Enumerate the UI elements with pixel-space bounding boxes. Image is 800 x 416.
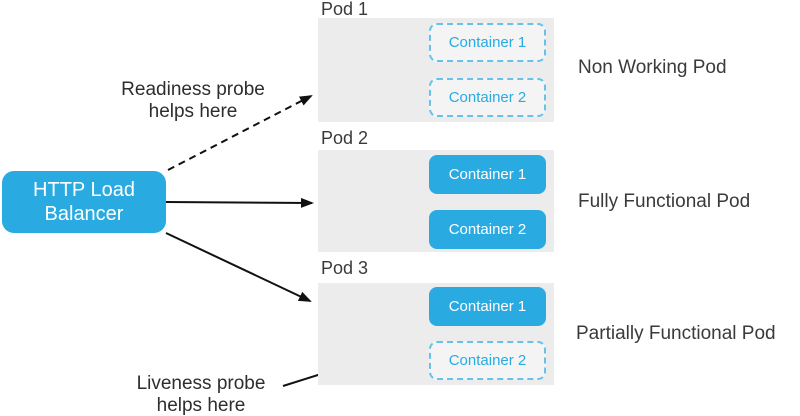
load-balancer-label-line1: HTTP Load xyxy=(33,179,135,201)
pod2-caption: Fully Functional Pod xyxy=(578,191,751,212)
pod3-container1: Container 1 xyxy=(429,287,546,326)
pod1-container1: Container 1 xyxy=(429,23,546,62)
pod1-container2: Container 2 xyxy=(429,78,546,117)
readiness-probe-note-line2: helps here xyxy=(148,101,238,122)
liveness-probe-note: Liveness probe helps here xyxy=(106,373,296,416)
arrow-lb-to-pod2 xyxy=(165,197,314,208)
liveness-probe-note-line1: Liveness probe xyxy=(136,373,266,394)
pod1-caption: Non Working Pod xyxy=(578,57,727,78)
arrow-lb-to-pod3 xyxy=(165,232,312,302)
readiness-probe-note: Readiness probe helps here xyxy=(98,79,288,123)
pod1-box: Container 1 Container 2 xyxy=(318,18,554,122)
pod3-caption: Partially Functional Pod xyxy=(576,323,776,344)
load-balancer-label-line2: Balancer xyxy=(44,203,124,225)
pod3-title: Pod 3 xyxy=(321,258,369,278)
pod1-title: Pod 1 xyxy=(321,0,369,19)
pod3-box: Container 1 Container 2 xyxy=(318,283,554,385)
pod2-box: Container 1 Container 2 xyxy=(318,150,554,252)
http-load-balancer-node: HTTP Load Balancer xyxy=(2,171,166,233)
pod2-container1: Container 1 xyxy=(429,155,546,194)
pod2-title: Pod 2 xyxy=(321,128,369,148)
pod3-container2: Container 2 xyxy=(429,341,546,380)
pod2-container2: Container 2 xyxy=(429,210,546,249)
readiness-probe-note-line1: Readiness probe xyxy=(121,79,265,100)
liveness-probe-note-line2: helps here xyxy=(156,395,246,416)
